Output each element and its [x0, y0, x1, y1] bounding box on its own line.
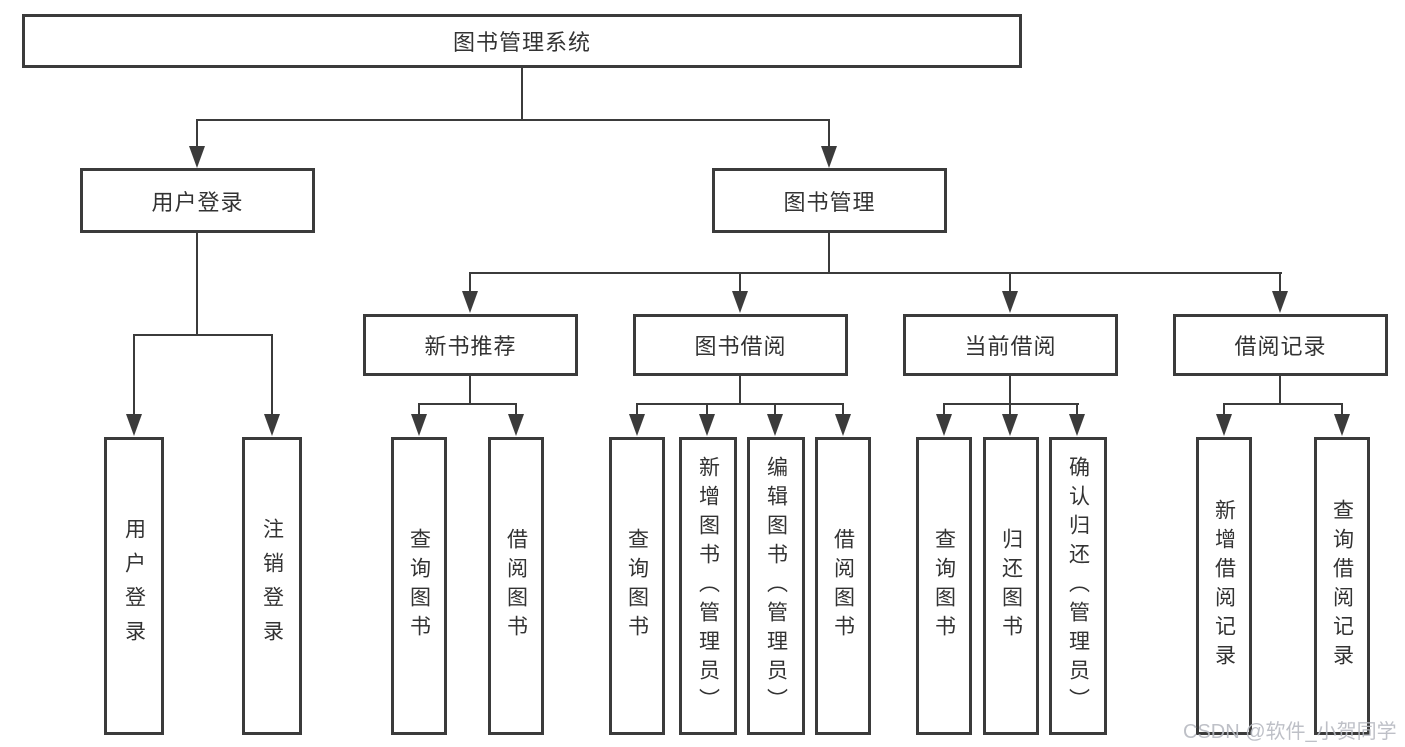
- node-borrow-records: 借阅记录: [1173, 314, 1388, 376]
- leaf-newbook-query-books: 查询图书: [391, 437, 447, 735]
- arrowhead: [462, 291, 478, 313]
- arrowhead: [629, 414, 645, 436]
- vline: [774, 403, 776, 416]
- leaf-logout-label: 注销登录: [260, 518, 284, 654]
- arrowhead: [767, 414, 783, 436]
- node-new-book-recommend-label: 新书推荐: [424, 334, 517, 359]
- vline: [133, 334, 135, 415]
- vline: [196, 233, 198, 336]
- arrowhead: [1216, 414, 1232, 436]
- vline: [271, 334, 273, 415]
- vline: [1341, 403, 1343, 416]
- leaf-records-query-record-label: 查询借阅记录: [1330, 499, 1354, 673]
- leaf-current-confirm-return-admin: 确认归还︵管理员︶: [1049, 437, 1107, 735]
- hline: [943, 403, 1079, 405]
- node-borrow-records-label: 借阅记录: [1234, 334, 1327, 359]
- leaf-borrow-borrow-books-label: 借阅图书: [831, 528, 855, 644]
- node-user-login-label: 用户登录: [151, 189, 244, 215]
- hline: [196, 119, 830, 121]
- leaf-newbook-borrow-books: 借阅图书: [488, 437, 544, 735]
- arrowhead: [1334, 414, 1350, 436]
- node-new-book-recommend: 新书推荐: [363, 314, 578, 376]
- vline: [418, 403, 420, 416]
- leaf-user-login: 用户登录: [104, 437, 164, 735]
- vline: [469, 272, 471, 292]
- vline: [196, 119, 198, 148]
- arrowhead: [508, 414, 524, 436]
- vline: [706, 403, 708, 416]
- leaf-current-query-books-label: 查询图书: [932, 528, 956, 644]
- vline: [1009, 272, 1011, 292]
- arrowhead: [732, 291, 748, 313]
- leaf-newbook-query-books-label: 查询图书: [407, 528, 431, 644]
- arrowhead: [821, 146, 837, 168]
- node-root-label: 图书管理系统: [452, 30, 591, 55]
- vline: [521, 68, 523, 120]
- leaf-borrow-edit-books-admin-label: 编辑图书︵管理员︶: [764, 455, 788, 717]
- vline: [943, 403, 945, 416]
- vline: [1009, 403, 1011, 416]
- leaf-borrow-edit-books-admin: 编辑图书︵管理员︶: [747, 437, 805, 735]
- vline: [636, 403, 638, 416]
- vline: [1223, 403, 1225, 416]
- leaf-current-query-books: 查询图书: [916, 437, 972, 735]
- node-book-management: 图书管理: [712, 168, 947, 233]
- leaf-borrow-add-books-admin-label: 新增图书︵管理员︶: [696, 455, 720, 717]
- leaf-records-query-record: 查询借阅记录: [1314, 437, 1370, 735]
- leaf-logout: 注销登录: [242, 437, 302, 735]
- leaf-newbook-borrow-books-label: 借阅图书: [504, 528, 528, 644]
- arrowhead: [699, 414, 715, 436]
- vline: [1009, 376, 1011, 405]
- leaf-borrow-query-books-label: 查询图书: [625, 528, 649, 644]
- node-root: 图书管理系统: [22, 14, 1022, 68]
- hline: [469, 272, 1282, 274]
- node-current-borrow: 当前借阅: [903, 314, 1118, 376]
- vline: [515, 403, 517, 416]
- leaf-current-return-books: 归还图书: [983, 437, 1039, 735]
- arrowhead: [411, 414, 427, 436]
- vline: [739, 272, 741, 292]
- vline: [828, 233, 830, 274]
- leaf-current-return-books-label: 归还图书: [999, 528, 1023, 644]
- arrowhead: [936, 414, 952, 436]
- arrowhead: [835, 414, 851, 436]
- node-book-management-label: 图书管理: [783, 189, 876, 215]
- leaf-records-add-record-label: 新增借阅记录: [1212, 499, 1236, 673]
- node-book-borrow: 图书借阅: [633, 314, 848, 376]
- leaf-records-add-record: 新增借阅记录: [1196, 437, 1252, 735]
- arrowhead: [1069, 414, 1085, 436]
- vline: [842, 403, 844, 416]
- hline: [418, 403, 517, 405]
- vline: [1279, 272, 1281, 292]
- leaf-borrow-query-books: 查询图书: [609, 437, 665, 735]
- arrowhead: [1272, 291, 1288, 313]
- leaf-user-login-label: 用户登录: [122, 518, 146, 654]
- arrowhead: [264, 414, 280, 436]
- arrowhead: [1002, 291, 1018, 313]
- leaf-current-confirm-return-admin-label: 确认归还︵管理员︶: [1066, 455, 1090, 717]
- node-user-login: 用户登录: [80, 168, 315, 233]
- arrowhead: [189, 146, 205, 168]
- vline: [1076, 403, 1078, 416]
- vline: [739, 376, 741, 405]
- vline: [1279, 376, 1281, 405]
- node-book-borrow-label: 图书借阅: [694, 334, 787, 359]
- hline: [1223, 403, 1343, 405]
- vline: [828, 119, 830, 148]
- leaf-borrow-add-books-admin: 新增图书︵管理员︶: [679, 437, 737, 735]
- arrowhead: [1002, 414, 1018, 436]
- hline: [636, 403, 844, 405]
- node-current-borrow-label: 当前借阅: [964, 334, 1057, 359]
- vline: [469, 376, 471, 405]
- arrowhead: [126, 414, 142, 436]
- csdn-watermark: CSDN @软件_小贺同学: [1183, 721, 1397, 743]
- leaf-borrow-borrow-books: 借阅图书: [815, 437, 871, 735]
- hline: [133, 334, 273, 336]
